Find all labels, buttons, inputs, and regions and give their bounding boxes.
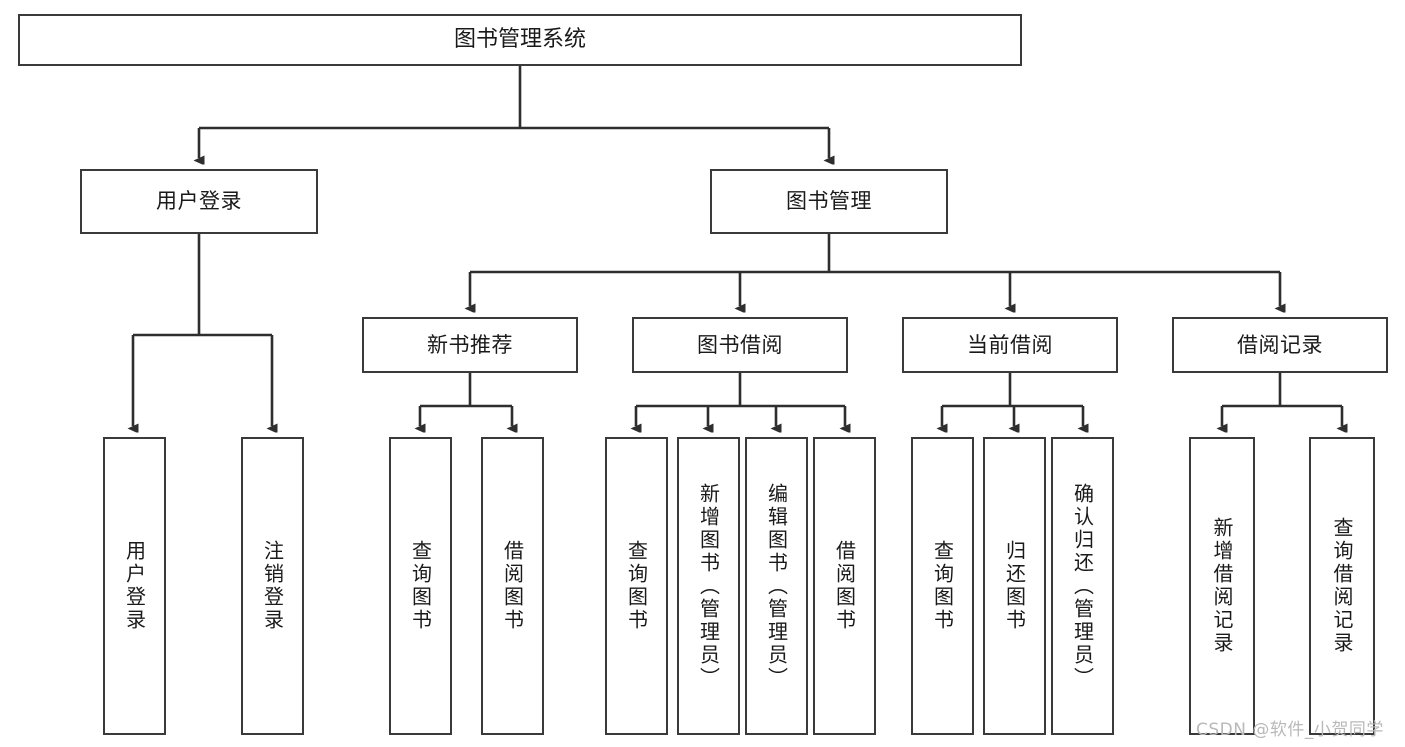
leaf-label: 确认归还（管理员）: [1070, 482, 1095, 690]
leaf-node-edit-book-admin[interactable]: 编辑图书（管理员）: [745, 437, 808, 735]
leaf-node-query-borrow-record[interactable]: 查询借阅记录: [1309, 437, 1375, 735]
leaf-label: 归还图书: [1002, 540, 1027, 632]
node-new-book-recommendation[interactable]: 新书推荐: [362, 317, 578, 373]
node-label: 当前借阅: [967, 332, 1053, 357]
leaf-label: 注销登录: [260, 540, 285, 632]
leaf-node-borrow-books-recommend[interactable]: 借阅图书: [481, 437, 544, 735]
leaf-node-add-borrow-record[interactable]: 新增借阅记录: [1189, 437, 1255, 735]
leaf-label: 借阅图书: [500, 540, 525, 632]
leaf-label: 编辑图书（管理员）: [764, 482, 789, 690]
leaf-node-confirm-return-admin[interactable]: 确认归还（管理员）: [1051, 437, 1114, 735]
leaf-label: 新增借阅记录: [1210, 517, 1234, 655]
leaf-label: 查询图书: [624, 540, 649, 632]
csdn-watermark: CSDN @软件_小贺同学: [1196, 720, 1384, 740]
node-user-login-module[interactable]: 用户登录: [80, 169, 318, 234]
leaf-node-user-login[interactable]: 用户登录: [103, 437, 166, 735]
leaf-label: 新增图书（管理员）: [696, 482, 721, 690]
node-root-label: 图书管理系统: [453, 27, 586, 53]
leaf-label: 查询借阅记录: [1330, 517, 1354, 655]
node-root-system[interactable]: 图书管理系统: [18, 14, 1022, 66]
leaf-node-return-books[interactable]: 归还图书: [983, 437, 1046, 735]
leaf-label: 用户登录: [122, 540, 147, 632]
node-label: 新书推荐: [427, 332, 513, 357]
leaf-label: 查询图书: [930, 540, 955, 632]
node-label: 借阅记录: [1237, 332, 1323, 357]
leaf-node-query-books-current[interactable]: 查询图书: [911, 437, 974, 735]
leaf-node-borrow-books[interactable]: 借阅图书: [813, 437, 876, 735]
leaf-node-query-books-borrowing[interactable]: 查询图书: [605, 437, 668, 735]
node-current-borrowing[interactable]: 当前借阅: [902, 317, 1118, 373]
node-label: 图书借阅: [697, 332, 783, 357]
node-book-management-module[interactable]: 图书管理: [710, 169, 948, 234]
leaf-label: 借阅图书: [832, 540, 857, 632]
leaf-node-query-books-recommend[interactable]: 查询图书: [389, 437, 452, 735]
leaf-node-logout[interactable]: 注销登录: [241, 437, 304, 735]
leaf-node-add-book-admin[interactable]: 新增图书（管理员）: [677, 437, 740, 735]
leaf-label: 查询图书: [408, 540, 433, 632]
node-label: 用户登录: [156, 189, 242, 214]
node-label: 图书管理: [786, 189, 872, 214]
node-borrowing-records[interactable]: 借阅记录: [1172, 317, 1388, 373]
node-book-borrowing[interactable]: 图书借阅: [632, 317, 848, 373]
